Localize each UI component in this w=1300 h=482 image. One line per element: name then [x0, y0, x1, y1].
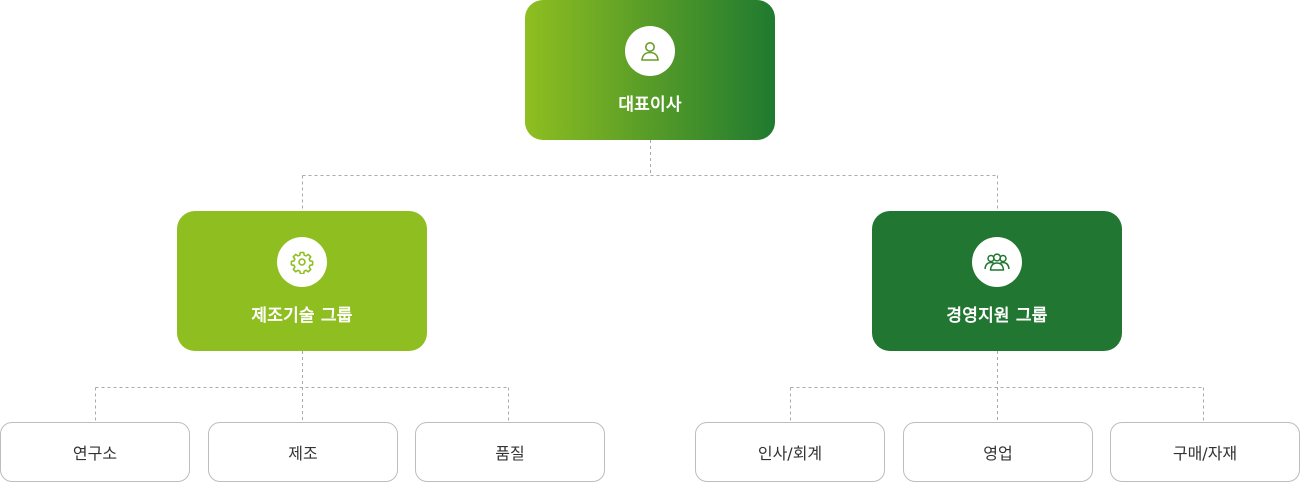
- team-label: 영업: [983, 444, 1013, 463]
- manufacturing-group-label: 제조기술 그룹: [251, 305, 353, 326]
- team-label: 품질: [495, 444, 525, 463]
- management-icon-circle: [972, 236, 1022, 287]
- people-icon: [984, 252, 1010, 271]
- ceo-label: 대표이사: [618, 94, 682, 115]
- manufacturing-group-node: 제조기술 그룹: [177, 211, 427, 351]
- manufacturing-icon-circle: [277, 236, 327, 287]
- team-label: 연구소: [72, 444, 118, 463]
- ceo-node: 대표이사: [525, 0, 775, 140]
- team-label: 구매/자재: [1172, 444, 1238, 463]
- person-icon: [641, 41, 659, 61]
- team-purchasing-materials: 구매/자재: [1110, 422, 1300, 482]
- gear-icon: [290, 251, 314, 274]
- management-group-label: 경영지원 그룹: [946, 305, 1048, 326]
- management-group-node: 경영지원 그룹: [872, 211, 1122, 351]
- team-sales: 영업: [903, 422, 1093, 482]
- team-hr-accounting: 인사/회계: [695, 422, 885, 482]
- team-research-lab: 연구소: [0, 422, 190, 482]
- ceo-icon-circle: [625, 25, 675, 76]
- team-quality: 품질: [415, 422, 605, 482]
- team-label: 인사/회계: [757, 444, 823, 463]
- team-label: 제조: [288, 444, 318, 463]
- team-manufacturing: 제조: [208, 422, 398, 482]
